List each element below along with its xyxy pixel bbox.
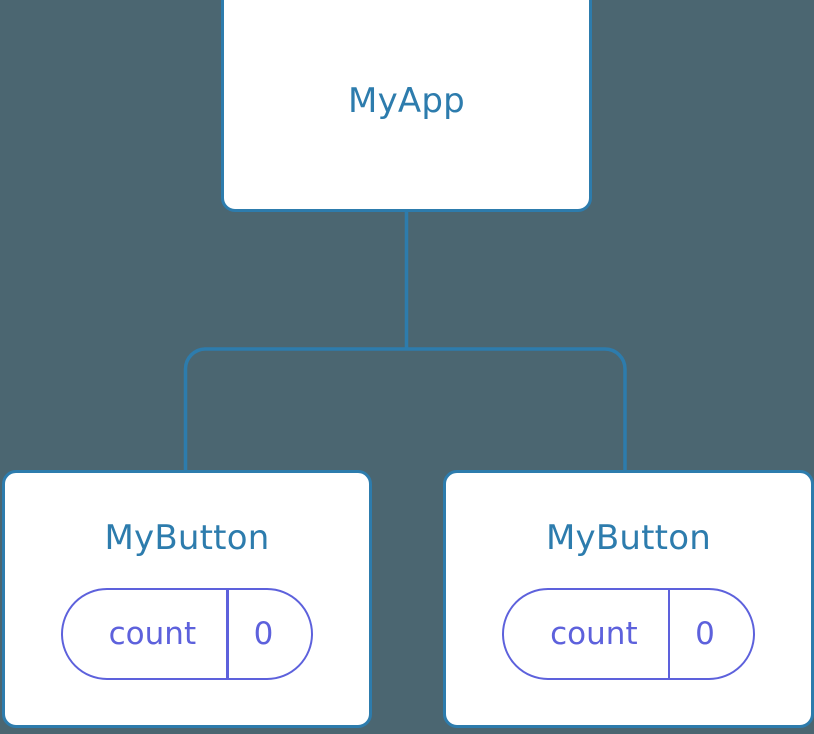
connector-to-child-right bbox=[406, 347, 627, 470]
state-pill-value: 0 bbox=[695, 616, 715, 652]
tree-node-root-label: MyApp bbox=[348, 81, 465, 121]
tree-node-child-0[interactable]: MyButton count 0 bbox=[2, 470, 372, 728]
state-pill-divider bbox=[667, 590, 671, 678]
tree-node-child-1[interactable]: MyButton count 0 bbox=[443, 470, 814, 728]
state-pill-child-0[interactable]: count 0 bbox=[60, 588, 314, 680]
state-pill-key: count bbox=[108, 616, 197, 652]
tree-node-child-0-label: MyButton bbox=[104, 518, 270, 558]
connector-to-child-left bbox=[183, 347, 407, 470]
tree-node-root[interactable]: MyApp bbox=[221, 0, 592, 212]
state-pill-divider bbox=[226, 590, 229, 678]
state-pill-key: count bbox=[550, 616, 638, 652]
state-pill-value: 0 bbox=[253, 616, 274, 652]
tree-node-child-1-label: MyButton bbox=[546, 518, 711, 558]
state-pill-child-1[interactable]: count 0 bbox=[502, 588, 755, 680]
